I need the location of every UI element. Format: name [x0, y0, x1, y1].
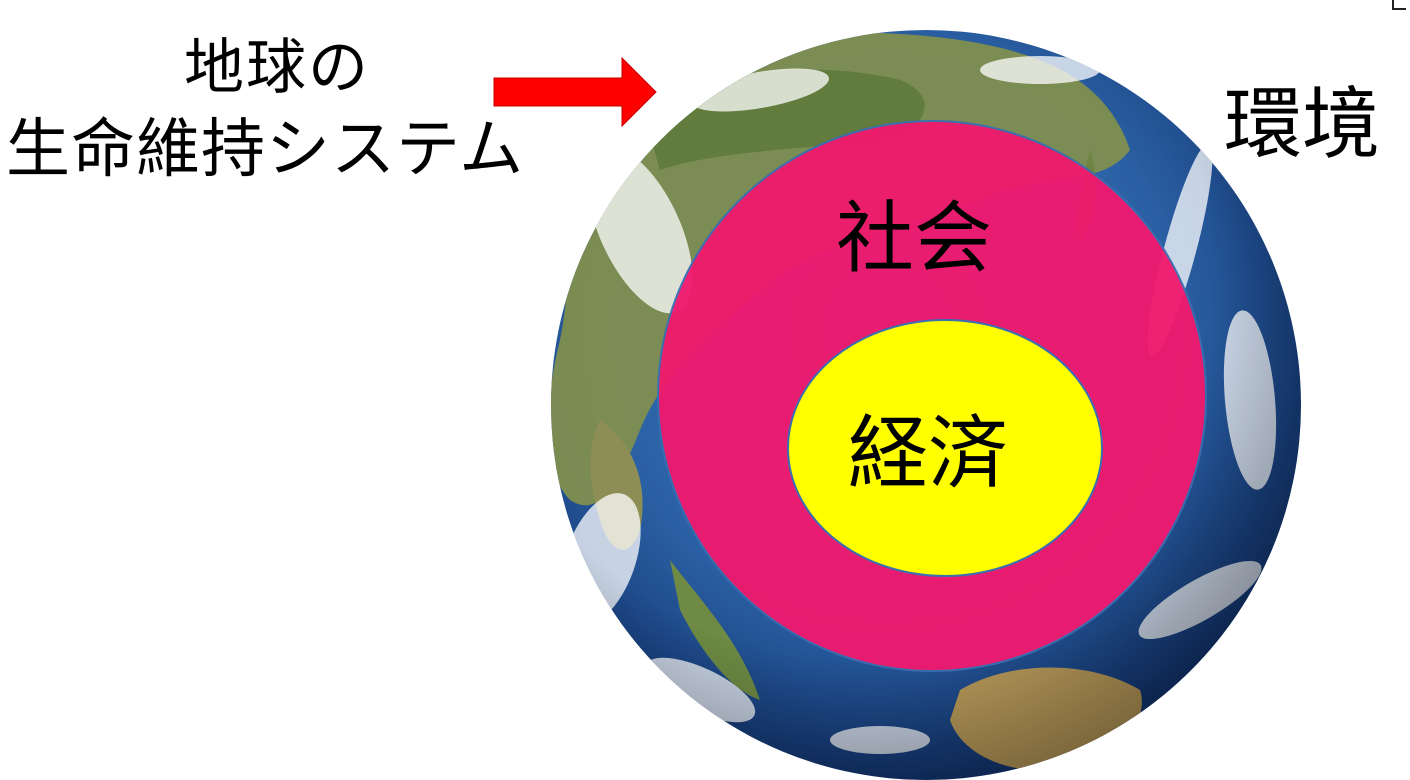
society-label: 社会	[836, 194, 993, 284]
economy-circle	[787, 319, 1103, 577]
right-arrow-icon	[493, 56, 657, 128]
corner-mark	[1392, 0, 1406, 10]
economy-label: 経済	[848, 407, 1008, 500]
environment-label: 環境	[1224, 80, 1381, 170]
life-support-label-line1: 地球の	[184, 33, 370, 103]
life-support-label-line2: 生命維持システム	[6, 113, 525, 187]
